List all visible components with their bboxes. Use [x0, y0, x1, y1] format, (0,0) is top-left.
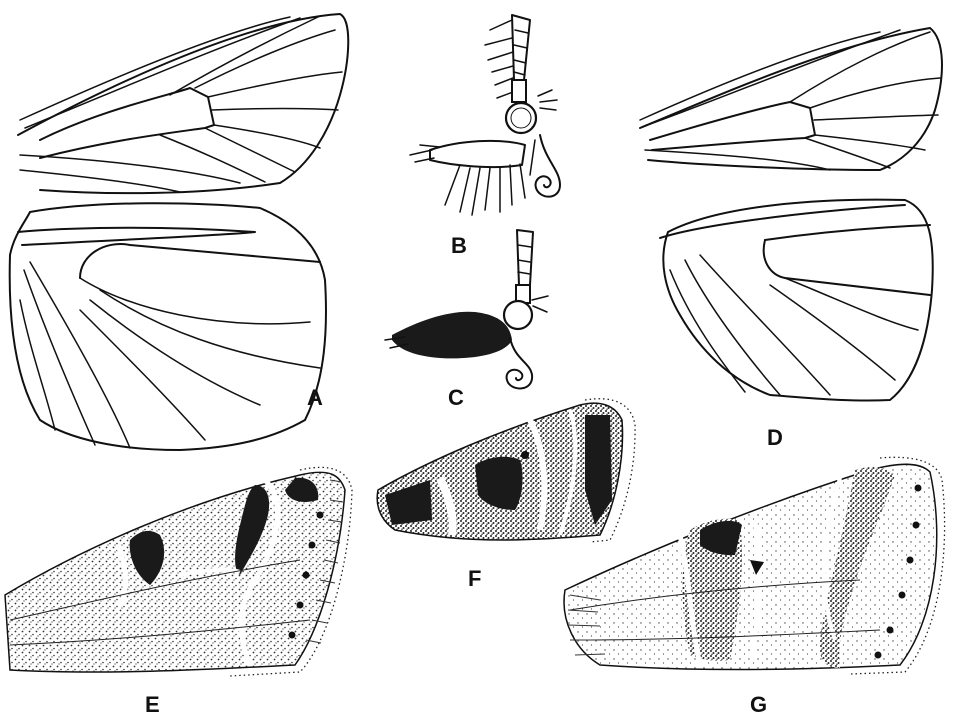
forewing-pattern-f — [377, 399, 635, 542]
label-d: D — [767, 425, 783, 450]
label-f: F — [468, 566, 481, 591]
label-a: A — [307, 385, 323, 410]
label-b: B — [451, 233, 467, 258]
head-profile-b — [410, 15, 560, 215]
label-c: C — [448, 385, 464, 410]
label-e: E — [145, 692, 160, 717]
label-g: G — [750, 692, 767, 717]
wing-venation-d — [640, 28, 942, 401]
wing-venation-a — [10, 14, 349, 450]
forewing-pattern-g — [564, 457, 945, 674]
forewing-pattern-e — [5, 467, 352, 676]
